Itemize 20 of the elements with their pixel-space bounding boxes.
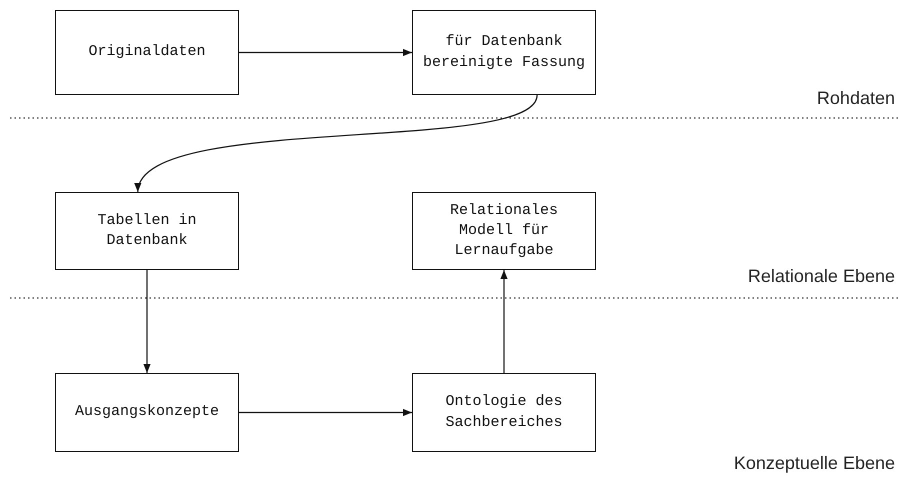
level-label: Rohdaten (816, 88, 895, 109)
process-box (55, 10, 239, 95)
arrow (500, 270, 508, 373)
arrow (239, 408, 412, 416)
box-label: Relationales Modell für Lernaufgabe (448, 200, 560, 262)
level-label: Konzeptuelle Ebene (734, 453, 895, 474)
level-label: Relationale Ebene (748, 266, 895, 287)
process-box (412, 10, 596, 95)
process-box (412, 192, 596, 270)
box-label: Originaldaten (88, 42, 206, 62)
arrow (143, 270, 151, 373)
process-box (55, 192, 239, 270)
box-label: Tabellen in Datenbank (96, 210, 198, 251)
box-label: Ontologie des Sachbereiches (444, 392, 564, 432)
process-box (55, 373, 239, 452)
process-box (412, 373, 596, 452)
box-label: Ausgangskonzepte (74, 402, 220, 422)
arrow (137, 94, 538, 192)
box-label: für Datenbank bereinigte Fassung (422, 32, 586, 72)
arrow (239, 48, 412, 56)
